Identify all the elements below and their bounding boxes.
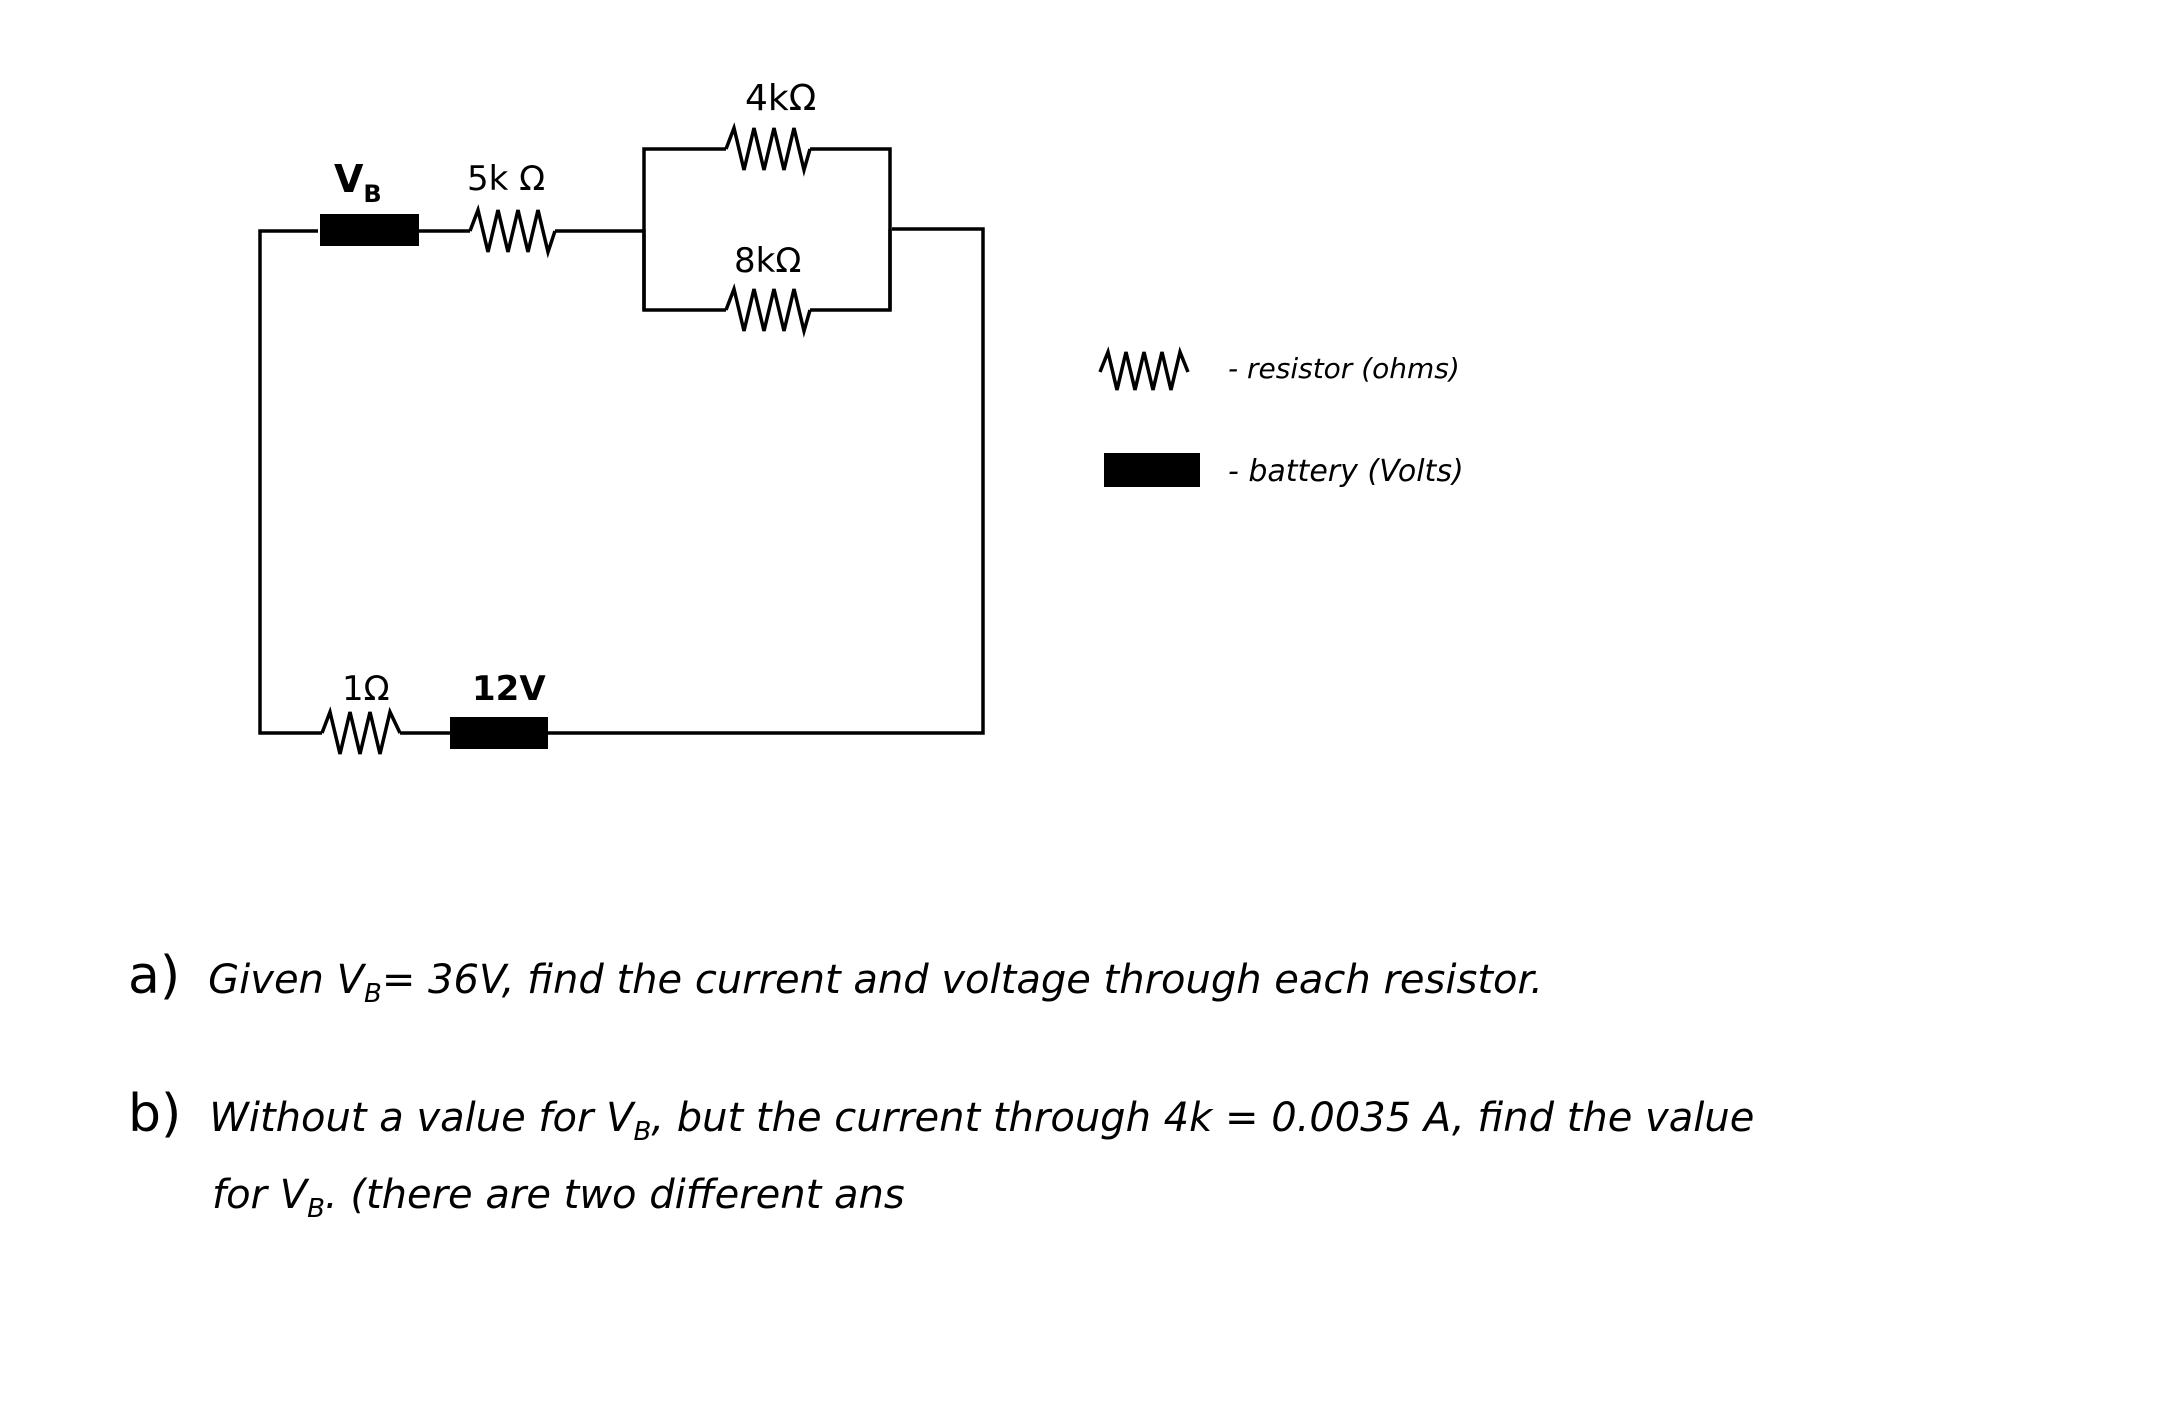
question-a: a)Given VB= 36V, find the current and vo… [128, 950, 1543, 1007]
question-a-tag: a) [128, 946, 181, 1006]
question-a-text-start: Given V [208, 957, 364, 1003]
label-1ohm: 1Ω [342, 669, 390, 709]
parallel-bottom-branch-left [642, 229, 726, 312]
question-b2-text-start: for V [212, 1172, 308, 1218]
label-8k: 8kΩ [734, 241, 801, 281]
resistor-4k [724, 122, 812, 177]
question-b2-subscript: B [307, 1194, 325, 1224]
resistor-5k [468, 204, 557, 259]
wire-left-top [258, 229, 322, 735]
label-vb: VB [334, 157, 382, 208]
label-12v: 12V [472, 669, 546, 709]
label-5k: 5k Ω [467, 159, 545, 199]
resistor-1ohm [320, 706, 402, 755]
question-b-line2: for VB. (there are two different ans [212, 1175, 905, 1222]
parallel-top-branch-left [642, 147, 726, 310]
question-b-line1: b)Without a value for VB, but the curren… [128, 1088, 1754, 1145]
legend-battery-text: - battery (Volts) [1228, 454, 1464, 489]
battery-vb [320, 214, 419, 246]
question-a-text-end: = 36V, find the current and voltage thro… [381, 957, 1543, 1003]
question-b-text-end: , but the current through 4k = 0.0035 A,… [651, 1095, 1755, 1141]
resistor-8k [724, 283, 812, 338]
wire-right [546, 227, 985, 735]
question-b-tag: b) [128, 1084, 182, 1144]
parallel-top-branch-right [810, 147, 892, 310]
question-a-subscript: B [363, 979, 382, 1009]
legend-battery-symbol [1104, 453, 1200, 487]
battery-12v [450, 717, 548, 749]
legend-resistor-text: - resistor (ohms) [1228, 352, 1460, 385]
parallel-bottom-branch-right [810, 229, 892, 312]
label-4k: 4kΩ [745, 78, 816, 119]
question-b-subscript: B [633, 1117, 652, 1147]
legend-resistor-symbol [1098, 346, 1190, 391]
question-b-text-start: Without a value for V [209, 1095, 634, 1141]
question-b2-text-end: . (there are two different ans [324, 1172, 905, 1218]
